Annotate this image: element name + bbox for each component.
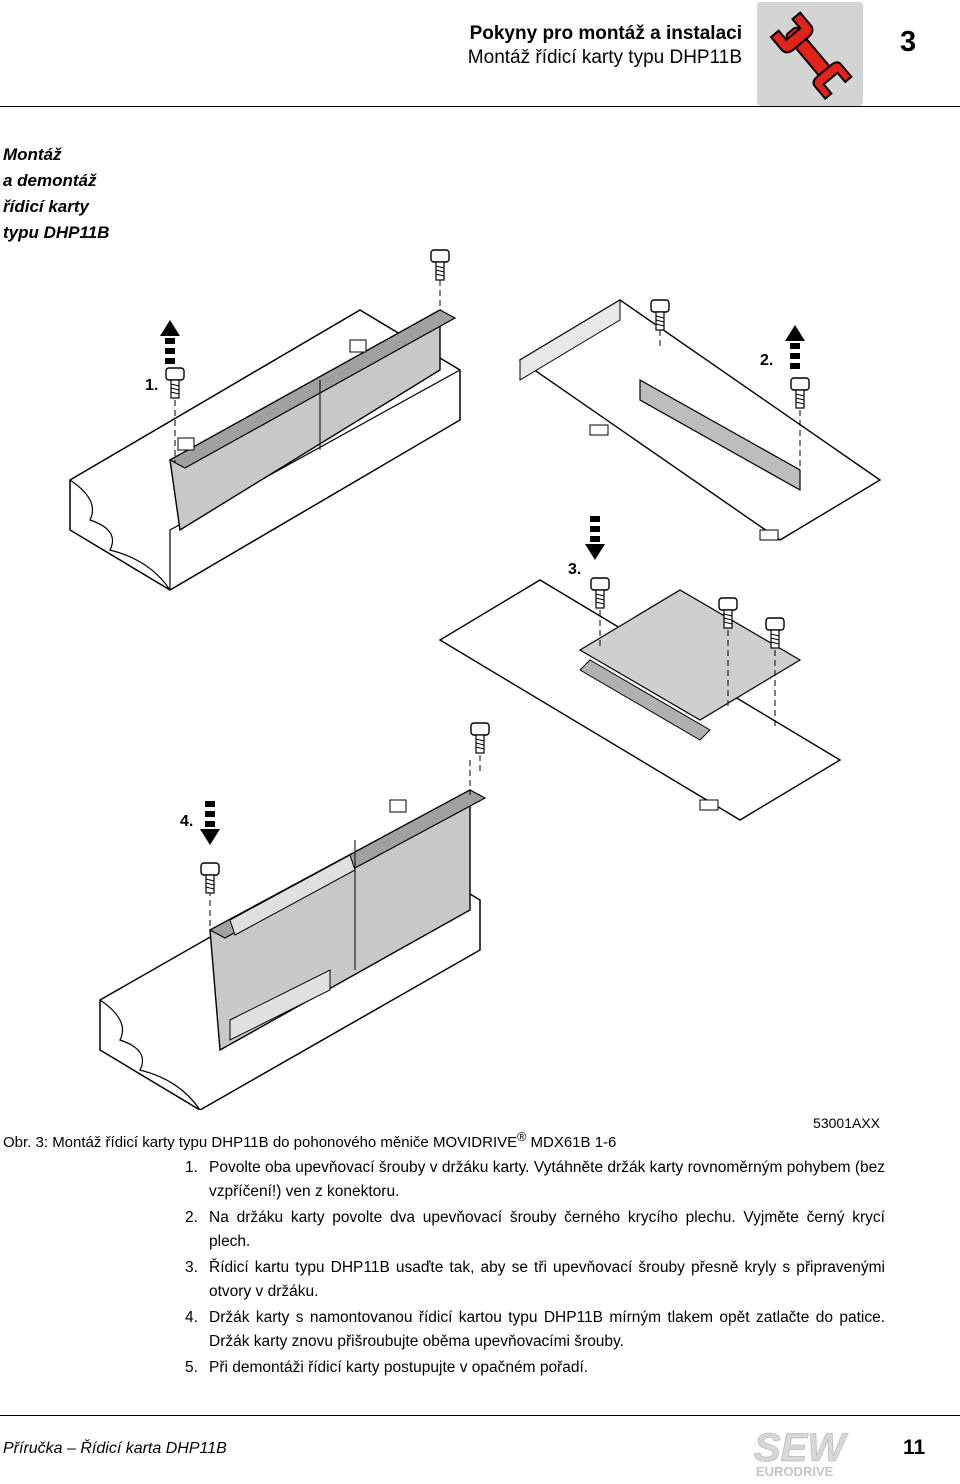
step-number: 3. [185, 1259, 198, 1276]
header-title-block: Pokyny pro montáž a instalaci Montáž říd… [468, 22, 742, 70]
wrench-icon [769, 11, 853, 101]
figure-step-label: 3. [568, 561, 581, 578]
figure-code: 53001AXX [813, 1115, 880, 1131]
section-heading-line: řídicí karty [3, 197, 89, 216]
section-heading-line: typu DHP11B [3, 223, 110, 242]
step2-drawing: 2. [518, 299, 882, 541]
footer-divider [0, 1415, 960, 1416]
chapter-icon-box [757, 2, 863, 106]
footer-document-title: Příručka – Řídicí karta DHP11B [3, 1440, 227, 1457]
caption-text: Obr. 3: Montáž řídicí karty typu DHP11B … [3, 1134, 518, 1151]
svg-text:EURODRIVE: EURODRIVE [756, 1464, 834, 1479]
chapter-number: 3 [900, 26, 917, 58]
list-item: 2. Na držáku karty povolte dva upevňovac… [185, 1206, 885, 1254]
step-text: Při demontáži řídicí karty postupujte v … [209, 1359, 589, 1376]
logo-graphic: SEW EURODRIVE [754, 1426, 849, 1479]
assembly-illustration: 1. 2. 3. [69, 249, 882, 1111]
step4-drawing: 4. [99, 760, 487, 1111]
step-number: 5. [185, 1359, 198, 1376]
list-item: 5. Při demontáži řídicí karty postupujte… [185, 1356, 885, 1380]
instruction-list: 1. Povolte oba upevňovací šrouby v držák… [185, 1156, 885, 1382]
page-subtitle: Montáž řídicí karty typu DHP11B [467, 47, 742, 68]
list-item: 3. Řídicí kartu typu DHP11B usaďte tak, … [185, 1256, 885, 1304]
step-text: Povolte oba upevňovací šrouby v držáku k… [209, 1159, 885, 1200]
step1-drawing: 1. [69, 249, 461, 591]
section-heading-line: Montáž [3, 145, 62, 164]
figure-step-label: 2. [760, 352, 773, 369]
caption-registered-mark: ® [517, 1130, 527, 1144]
section-heading-line: a demontáž [3, 171, 97, 190]
figure-caption: Obr. 3: Montáž řídicí karty typu DHP11B … [3, 1130, 616, 1151]
step-number: 1. [185, 1159, 198, 1176]
page-title: Pokyny pro montáž a instalaci [469, 23, 742, 44]
step-text: Držák karty s namontovanou řídicí kartou… [209, 1309, 885, 1350]
header-divider [0, 106, 960, 107]
sew-eurodrive-logo: SEW EURODRIVE [752, 1425, 862, 1484]
step-text: Na držáku karty povolte dva upevňovací š… [209, 1209, 885, 1250]
assembly-figure: 1. 2. 3. [60, 230, 900, 1115]
figure-step-label: 1. [145, 377, 158, 394]
step-number: 2. [185, 1209, 198, 1226]
list-item: 1. Povolte oba upevňovací šrouby v držák… [185, 1156, 885, 1204]
step-number: 4. [185, 1309, 198, 1326]
step-text: Řídicí kartu typu DHP11B usaďte tak, aby… [209, 1259, 885, 1300]
caption-model: MDX61B 1-6 [526, 1134, 617, 1151]
figure-step-label: 4. [180, 813, 193, 830]
page-number: 11 [903, 1436, 926, 1459]
section-heading: Montáž a demontáž řídicí karty typu DHP1… [3, 142, 109, 246]
list-item: 4. Držák karty s namontovanou řídicí kar… [185, 1306, 885, 1354]
step3-drawing: 3. [438, 516, 842, 821]
svg-text:SEW: SEW [754, 1426, 848, 1470]
